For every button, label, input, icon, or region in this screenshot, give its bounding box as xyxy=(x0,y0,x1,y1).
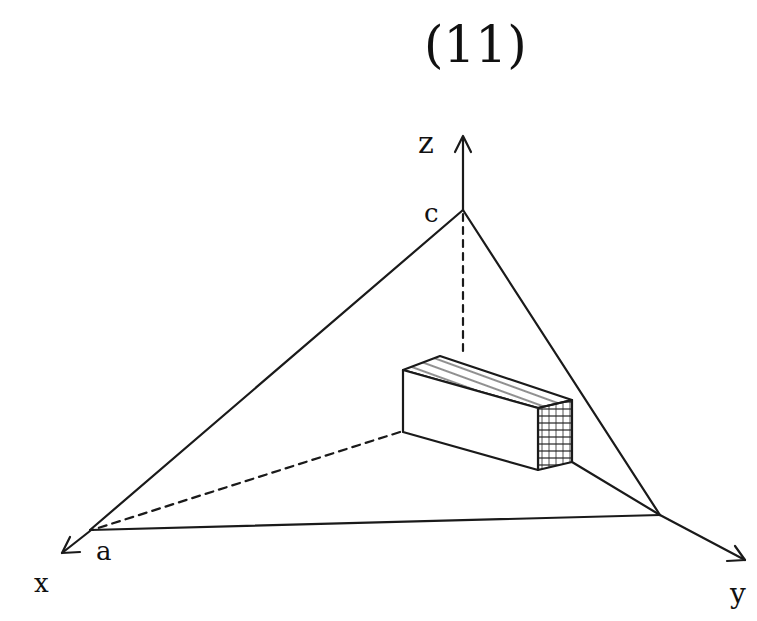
x-axis xyxy=(62,531,90,553)
plane-edge xyxy=(463,210,660,515)
inscribed-box xyxy=(403,356,572,470)
z-axis xyxy=(462,138,464,210)
y-axis xyxy=(572,462,660,515)
plane-edge xyxy=(90,515,660,530)
intercept-label: a xyxy=(96,538,112,564)
y-arrowhead xyxy=(727,546,745,561)
axis-label: y xyxy=(730,580,746,608)
z-axis-hidden xyxy=(462,214,464,355)
axis-label: x xyxy=(34,570,49,596)
x-axis-hidden xyxy=(92,432,400,530)
z-arrowhead xyxy=(455,136,471,152)
figure-number: (11) xyxy=(424,20,527,70)
axis-label: z xyxy=(418,128,434,158)
intercept-label: c xyxy=(424,200,439,226)
y-axis xyxy=(660,515,745,560)
x-arrowhead xyxy=(62,537,80,553)
